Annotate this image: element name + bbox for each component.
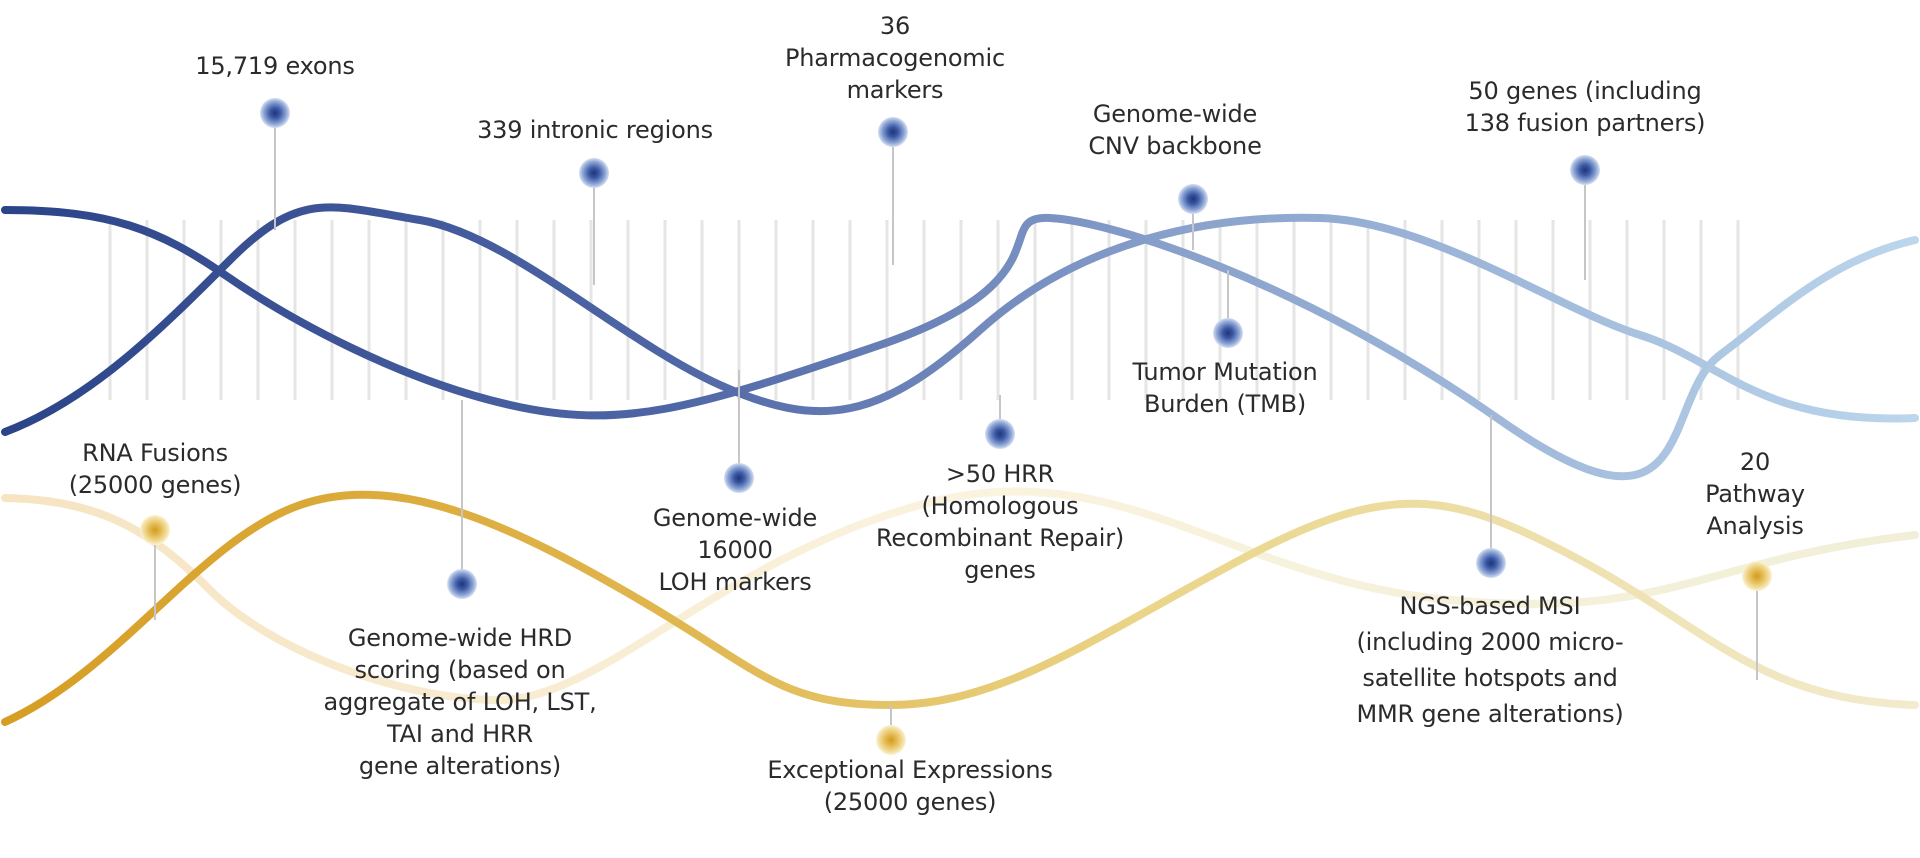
dna-strand-a (1, 206, 1919, 481)
label-hrr-line-4: genes (964, 556, 1036, 584)
label-cnv-line-2: CNV backbone (1088, 132, 1262, 160)
dna-strand-b (1, 203, 1919, 436)
exons-marker-dot (260, 98, 290, 128)
label-fusion-line-1: 50 genes (including (1468, 77, 1702, 105)
label-intronic-line: 339 intronic regions (477, 116, 713, 144)
label-msi-line-1: NGS-based MSI (1399, 592, 1581, 620)
label-pgx-line-2: Pharmacogenomic (785, 44, 1005, 72)
label-pharmacogenomic-markers: 36 Pharmacogenomic markers (770, 10, 1020, 106)
rna-strand-light (1, 487, 1919, 705)
label-exons-line: 15,719 exons (195, 52, 355, 80)
label-cnv-backbone: Genome-wide CNV backbone (1060, 98, 1290, 162)
label-hrd-line-1: Genome-wide HRD (347, 624, 573, 652)
pgx-marker-dot (878, 117, 908, 147)
label-fusion-partners: 50 genes (including 138 fusion partners) (1440, 75, 1730, 139)
label-exceptional-expressions: Exceptional Expressions (25000 genes) (755, 754, 1065, 818)
label-pathway-line-1: 20 (1739, 448, 1771, 476)
msi-marker-dot (1476, 548, 1506, 578)
label-msi-line-2: (including 2000 micro- (1356, 628, 1624, 656)
label-expression-line-1: Exceptional Expressions (767, 756, 1053, 784)
label-loh-line-3: LOH markers (658, 568, 812, 596)
hrr-marker-dot (985, 419, 1015, 449)
label-rna-fusions-line-2: (25000 genes) (68, 471, 242, 499)
label-rna-fusions-line-1: RNA Fusions (82, 439, 228, 467)
label-hrd-line-5: gene alterations) (358, 752, 562, 780)
label-loh-markers: Genome-wide 16000 LOH markers (630, 502, 840, 598)
label-hrd-line-4: TAI and HRR (387, 720, 533, 748)
label-msi-line-4: MMR gene alterations) (1356, 700, 1624, 728)
label-ngs-msi: NGS-based MSI (including 2000 micro- sat… (1330, 588, 1650, 732)
label-intronic-regions: 339 intronic regions (460, 114, 730, 146)
rna-fusions-marker-dot (140, 515, 170, 545)
label-hrr-line-1: >50 HRR (945, 460, 1055, 488)
label-hrr-line-3: Recombinant Repair) (875, 524, 1125, 552)
pathway-marker-dot (1742, 561, 1772, 591)
label-hrd-line-3: aggregate of LOH, LST, (323, 688, 597, 716)
label-expression-line-2: (25000 genes) (823, 788, 997, 816)
tmb-marker-dot (1213, 318, 1243, 348)
label-pgx-line-3: markers (846, 76, 944, 104)
label-exons: 15,719 exons (185, 50, 365, 82)
label-fusion-line-2: 138 fusion partners) (1464, 109, 1706, 137)
expression-marker-dot (876, 725, 906, 755)
label-loh-line-2: 16000 (697, 536, 773, 564)
label-loh-line-1: Genome-wide (652, 504, 818, 532)
hrd-marker-dot (447, 569, 477, 599)
label-cnv-line-1: Genome-wide (1092, 100, 1258, 128)
intronic-marker-dot (579, 158, 609, 188)
label-hrr-genes: >50 HRR (Homologous Recombinant Repair) … (860, 458, 1140, 586)
label-pathway-line-2: Pathway (1705, 480, 1805, 508)
fusion-marker-dot (1570, 155, 1600, 185)
loh-marker-dot (724, 463, 754, 493)
label-hrd-scoring: Genome-wide HRD scoring (based on aggreg… (305, 622, 615, 782)
label-tmb-line-1: Tumor Mutation (1132, 358, 1318, 386)
label-pathway-line-3: Analysis (1706, 512, 1804, 540)
label-pathway-analysis: 20 Pathway Analysis (1640, 446, 1870, 542)
label-tmb-line-2: Burden (TMB) (1143, 390, 1307, 418)
label-tmb: Tumor Mutation Burden (TMB) (1110, 356, 1340, 420)
label-msi-line-3: satellite hotspots and (1362, 664, 1618, 692)
label-pgx-line-1: 36 (879, 12, 911, 40)
rna-strand-dark (1, 490, 1919, 726)
cnv-marker-dot (1178, 184, 1208, 214)
marker-dots (140, 98, 1772, 755)
label-rna-fusions: RNA Fusions (25000 genes) (45, 437, 265, 501)
label-hrr-line-2: (Homologous (921, 492, 1079, 520)
label-hrd-line-2: scoring (based on (354, 656, 566, 684)
